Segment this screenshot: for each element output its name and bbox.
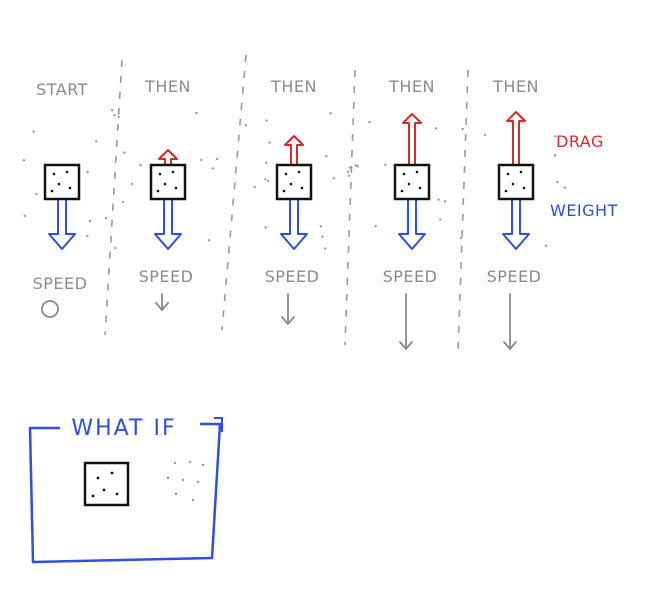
falling-object bbox=[43, 163, 81, 201]
air-particles bbox=[22, 108, 566, 250]
stage-column: THEN SPEED bbox=[487, 77, 542, 351]
speed-label: SPEED bbox=[33, 274, 88, 293]
stage-title: THEN bbox=[270, 77, 317, 96]
drag-arrow bbox=[506, 111, 526, 165]
speed-arrow bbox=[503, 293, 517, 351]
what-if-panel: WHAT IF bbox=[28, 416, 223, 564]
falling-object bbox=[149, 163, 187, 201]
falling-object bbox=[275, 163, 313, 201]
speed-arrow bbox=[399, 293, 413, 351]
zero-speed-icon bbox=[41, 300, 59, 318]
drag-arrow bbox=[158, 149, 178, 165]
stage-column: THEN SPEED bbox=[383, 77, 438, 351]
drag-arrow bbox=[402, 113, 422, 165]
column-separators bbox=[104, 54, 469, 353]
drag-arrow bbox=[284, 135, 304, 165]
falling-object bbox=[83, 461, 130, 507]
speed-label: SPEED bbox=[139, 267, 194, 286]
speed-label: SPEED bbox=[383, 267, 438, 286]
weight-arrow bbox=[154, 200, 182, 250]
stage-title: THEN bbox=[388, 77, 435, 96]
weight-arrow bbox=[280, 200, 308, 250]
speed-label: SPEED bbox=[265, 267, 320, 286]
what-if-title: WHAT IF bbox=[71, 416, 176, 441]
speed-label: SPEED bbox=[487, 267, 542, 286]
stage-title: THEN bbox=[492, 77, 539, 96]
falling-object bbox=[393, 163, 431, 201]
weight-label: WEIGHT bbox=[550, 201, 618, 220]
speed-arrow bbox=[281, 293, 295, 326]
weight-arrow bbox=[502, 200, 530, 250]
drag-label: DRAG bbox=[556, 132, 604, 151]
stage-title: START bbox=[36, 80, 88, 99]
stage-column: THEN SPEED bbox=[265, 77, 320, 326]
stage-title: THEN bbox=[144, 77, 191, 96]
stage-column: START SPEED bbox=[33, 80, 88, 318]
weight-arrow bbox=[398, 200, 426, 250]
speed-arrow bbox=[155, 293, 169, 312]
falling-object bbox=[497, 163, 535, 201]
stage-column: THEN SPEED bbox=[139, 77, 194, 312]
weight-arrow bbox=[48, 200, 76, 250]
